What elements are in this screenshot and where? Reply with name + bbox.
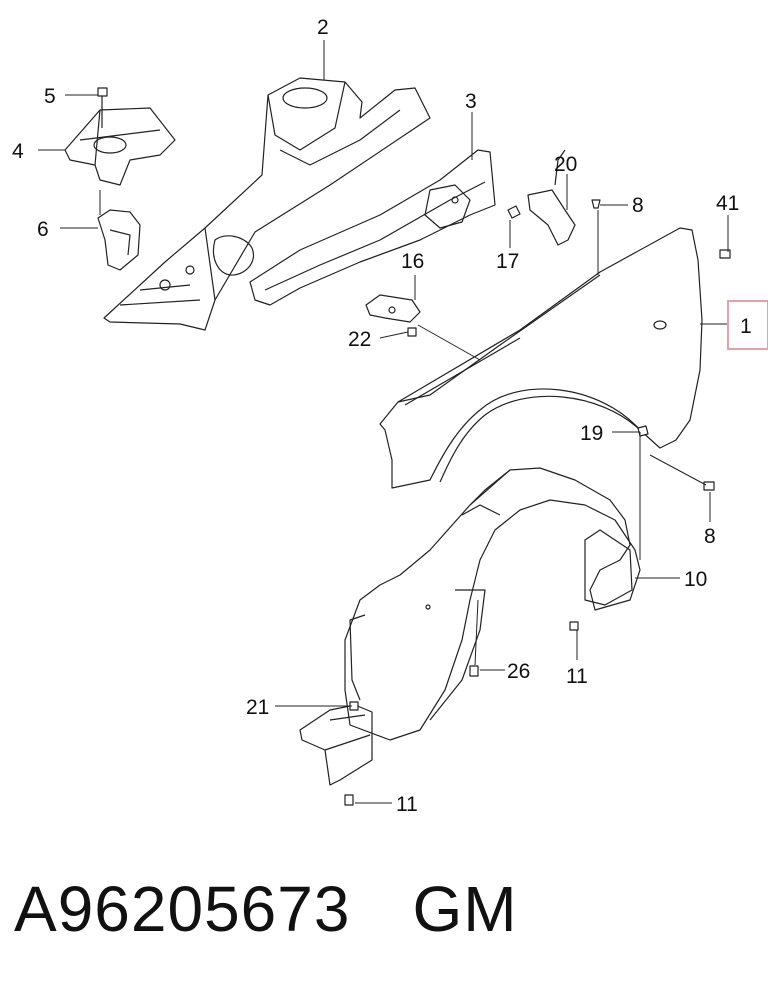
callout-11-right: 11 bbox=[566, 665, 588, 688]
callout-11-bottom: 11 bbox=[396, 793, 418, 816]
callout-22: 22 bbox=[348, 328, 371, 351]
front-fender bbox=[379, 227, 703, 489]
wheel-house-liner bbox=[344, 467, 641, 741]
bolt-part-5 bbox=[97, 87, 108, 128]
bracket-part-20 bbox=[527, 149, 576, 246]
brand-name: GM bbox=[412, 873, 518, 945]
callout-10: 10 bbox=[684, 568, 707, 591]
fasteners bbox=[344, 199, 731, 806]
callout-26: 26 bbox=[507, 660, 530, 683]
bracket-part-21 bbox=[299, 704, 373, 786]
callout-1: 1 bbox=[740, 315, 752, 338]
callout-19: 19 bbox=[580, 422, 603, 445]
upper-rail bbox=[249, 149, 496, 306]
highlight-box-part-1 bbox=[727, 300, 768, 350]
callout-8-top: 8 bbox=[632, 194, 644, 217]
side-member-assembly bbox=[103, 77, 431, 331]
part-code: A96205673 bbox=[14, 873, 351, 945]
callout-8-bottom: 8 bbox=[704, 525, 716, 548]
bracket-part-6 bbox=[97, 209, 141, 271]
callout-labels: 2 5 4 6 3 20 8 41 17 16 1 22 19 8 10 26 … bbox=[12, 16, 752, 816]
bracket-part-4 bbox=[64, 107, 176, 186]
callout-6: 6 bbox=[37, 218, 49, 241]
callout-2: 2 bbox=[317, 16, 329, 39]
part-number-footer: A96205673 GM bbox=[14, 872, 518, 946]
leader-lines bbox=[38, 40, 729, 804]
parts-diagram: 2 5 4 6 3 20 8 41 17 16 1 22 19 8 10 26 … bbox=[12, 16, 768, 816]
callout-5: 5 bbox=[44, 85, 56, 108]
callout-3: 3 bbox=[465, 90, 477, 113]
callout-21: 21 bbox=[246, 696, 269, 719]
callout-20: 20 bbox=[554, 153, 577, 176]
callout-17: 17 bbox=[496, 250, 519, 273]
bracket-part-16 bbox=[365, 294, 421, 323]
callout-16: 16 bbox=[401, 250, 424, 273]
callout-4: 4 bbox=[12, 140, 24, 163]
callout-41: 41 bbox=[716, 192, 739, 215]
